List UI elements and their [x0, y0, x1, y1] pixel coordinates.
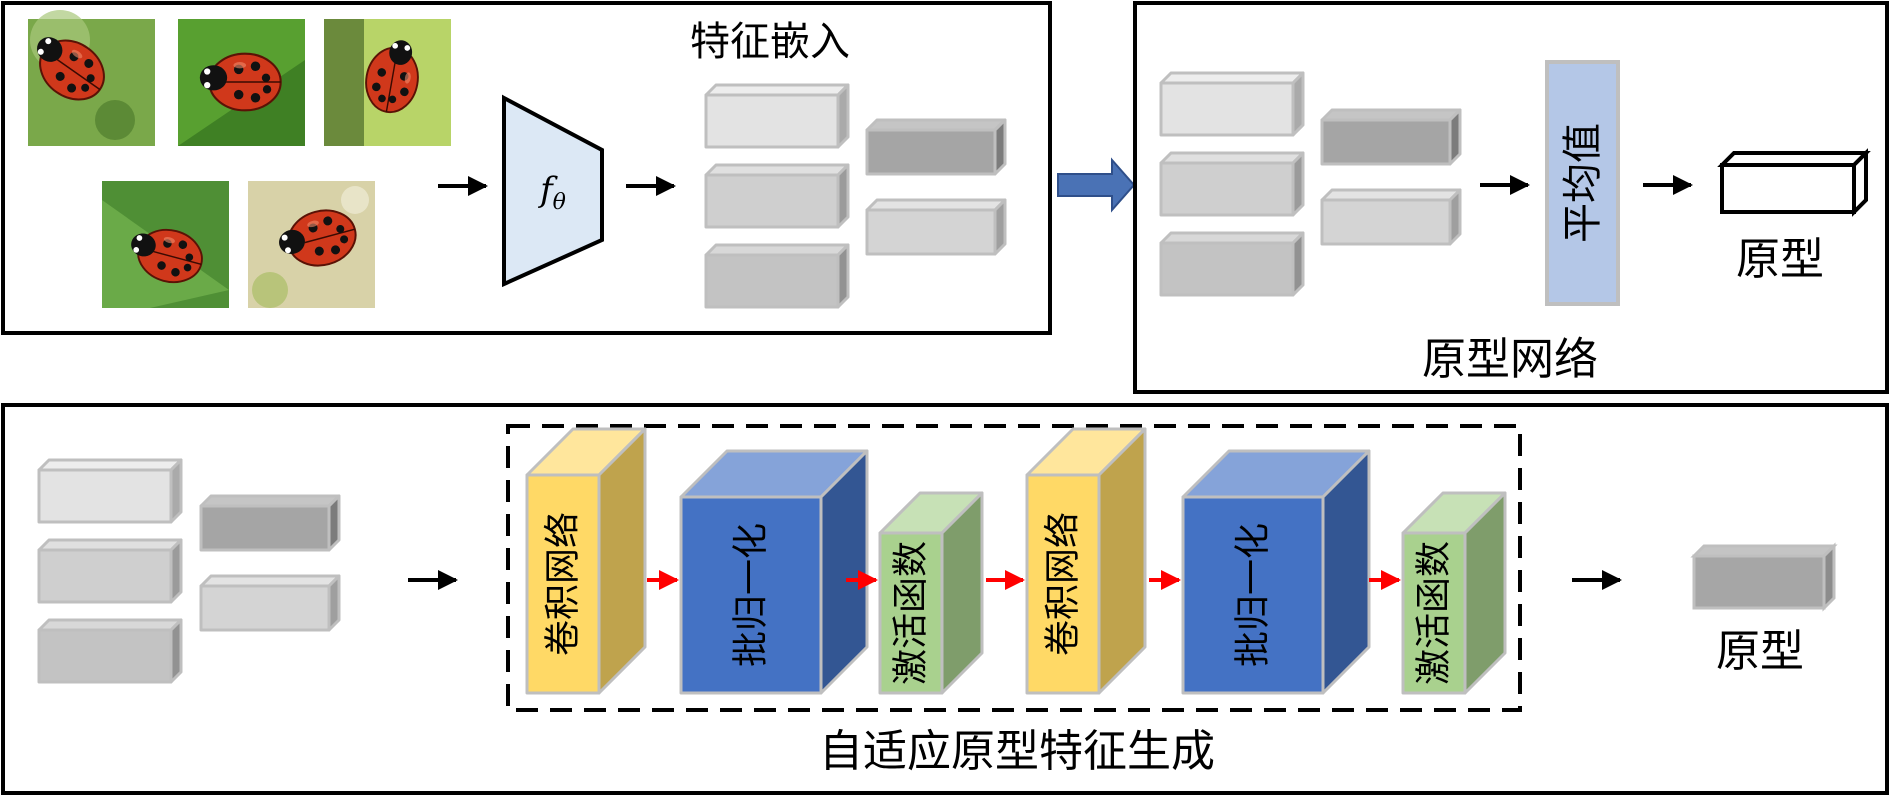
batch-norm-block: 批归一化: [1181, 449, 1371, 695]
support-feature-block: [704, 83, 850, 149]
generation-module-outline: [506, 424, 1522, 712]
query-feature-block: [1320, 108, 1462, 166]
prototype-network-title: 原型网络: [1422, 334, 1598, 385]
support-feature-block: [37, 538, 183, 604]
module-block-label: 批归一化: [731, 523, 772, 667]
support-feature-block: [37, 618, 183, 684]
mean-label: 平均值: [1560, 123, 1606, 243]
query-feature-block: [199, 494, 341, 552]
prototype-network-panel: [1133, 1, 1889, 394]
activation-block: 激活函数: [878, 491, 984, 695]
support-feature-block: [1159, 231, 1305, 297]
support-feature-block: [37, 458, 183, 524]
prototype-output-box: [1690, 542, 1838, 612]
adaptive-generation-panel: [1, 403, 1889, 795]
transition-arrow: [1057, 157, 1136, 213]
query-feature-block: [1320, 188, 1462, 246]
module-block-label: 卷积网络: [1043, 512, 1084, 656]
conv-block: 卷积网络: [1025, 427, 1147, 695]
query-feature-block: [865, 118, 1007, 176]
ladybug-photo: [20, 10, 155, 146]
support-feature-block: [1159, 151, 1305, 217]
activation-block: 激活函数: [1401, 491, 1507, 695]
feature-embedding-title: 特征嵌入: [690, 19, 850, 65]
module-block-label: 激活函数: [891, 541, 932, 685]
ladybug-photo: [248, 181, 375, 308]
encoder-subscript: θ: [553, 190, 566, 215]
support-feature-block: [704, 243, 850, 309]
encoder-block: [502, 94, 604, 288]
module-block-label: 卷积网络: [543, 512, 584, 656]
prototype-output-label: 原型: [1736, 234, 1824, 285]
query-feature-block: [865, 198, 1007, 256]
support-feature-block: [1159, 71, 1305, 137]
query-feature-block: [199, 574, 341, 632]
feature-embedding-panel: [1, 1, 1052, 335]
module-block-label: 批归一化: [1233, 523, 1274, 667]
adaptive-output-label: 原型: [1716, 626, 1804, 677]
module-block-label: 激活函数: [1414, 541, 1455, 685]
conv-block: 卷积网络: [525, 427, 647, 695]
ladybug-photo: [102, 181, 229, 308]
ladybug-photo: [178, 19, 305, 146]
prototype-output-box: [1717, 148, 1871, 217]
ladybug-photo: [324, 19, 451, 146]
batch-norm-block: 批归一化: [679, 449, 869, 695]
adaptive-generation-title: 自适应原型特征生成: [819, 726, 1215, 777]
mean-block: [1545, 60, 1620, 306]
support-feature-block: [704, 163, 850, 229]
